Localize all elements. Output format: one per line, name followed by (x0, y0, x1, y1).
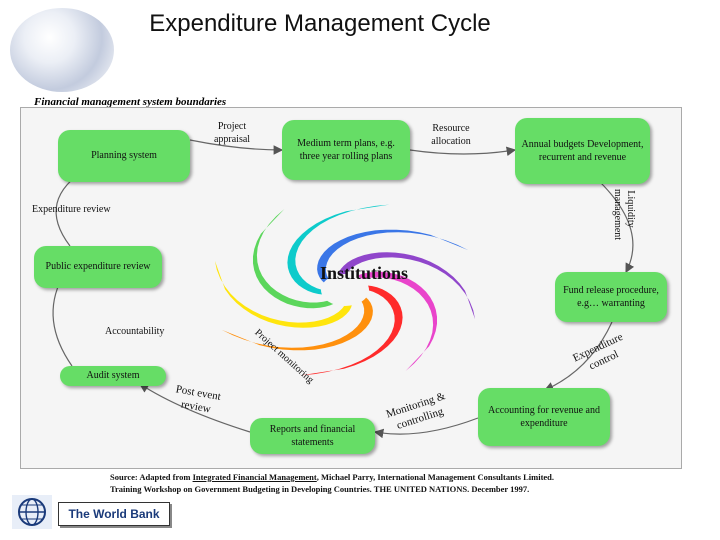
world-bank-globe-icon (12, 495, 52, 529)
arrow-accounting-to-reports (373, 417, 479, 439)
arrow-medium-term-to-annual (409, 146, 517, 157)
source-rest: , Michael Parry, International Managemen… (316, 472, 555, 482)
swirl-arm (300, 285, 403, 376)
arrow-fund-release-to-accounting (543, 321, 613, 391)
source-citation: Source: Adapted from Integrated Financia… (110, 471, 710, 496)
annual-budgets-box: Annual budgets Development, recurrent an… (515, 118, 650, 184)
liquidity-management-label: Liquidity management (612, 189, 636, 241)
swirl-arm (287, 204, 390, 295)
swirl-center (321, 274, 369, 306)
institutions-swirl (214, 204, 476, 376)
resource-allocation-label: Resource allocation (431, 123, 471, 147)
fund-release-box: Fund release procedure, e.g… warranting (555, 272, 667, 322)
arrow-reports-to-audit (138, 383, 251, 433)
globe-graphic (10, 8, 114, 92)
institutions-label: Institutions (320, 263, 409, 283)
swirl-arm (214, 260, 353, 328)
source-book-title: Integrated Financial Management (192, 472, 317, 482)
public-expenditure-review-box: Public expenditure review (34, 246, 162, 288)
project-appraisal-label: Project appraisal (213, 121, 251, 145)
planning-system-box: Planning system (58, 130, 190, 182)
source-prefix: Source: Adapted from (110, 472, 193, 482)
boundary-label: Financial management system boundaries (34, 96, 227, 108)
page-title: Expenditure Management Cycle (149, 10, 491, 37)
world-bank-logo: The World Bank (58, 502, 170, 526)
swirl-arm (337, 252, 476, 320)
arrow-audit-to-public-review (52, 276, 73, 367)
expenditure-review-label: Expenditure review (32, 204, 111, 215)
medium-term-plans-box: Medium term plans, e.g. three year rolli… (282, 120, 410, 180)
arrow-annual-to-fund-release (599, 181, 635, 274)
accountability-label: Accountability (105, 326, 165, 337)
accounting-box: Accounting for revenue and expenditure (478, 388, 610, 446)
reports-box: Reports and financial statements (250, 418, 375, 454)
audit-system-box: Audit system (60, 366, 166, 386)
source-line-2: Training Workshop on Government Budgetin… (110, 484, 530, 495)
arrow-planning-to-medium-term (189, 139, 284, 155)
